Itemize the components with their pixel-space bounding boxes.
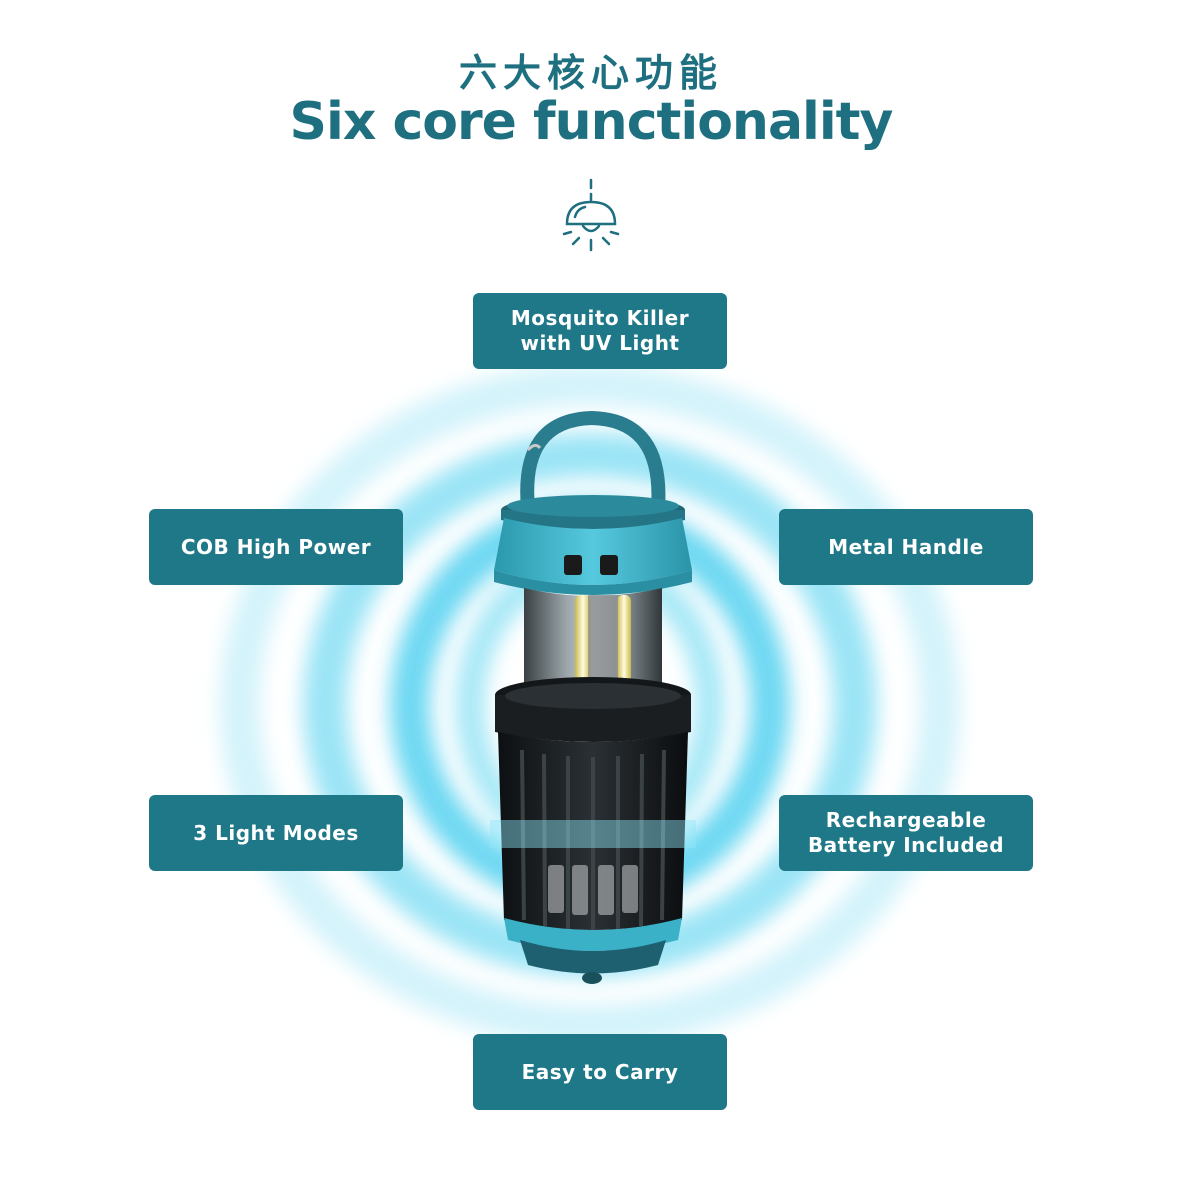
feature-light-modes: 3 Light Modes [149, 795, 403, 871]
feature-rechargeable-battery: Rechargeable Battery Included [779, 795, 1033, 871]
feature-metal-handle: Metal Handle [779, 509, 1033, 585]
feature-carry-label: Easy to Carry [521, 1059, 679, 1084]
mosquito-lantern-product-image [490, 410, 696, 984]
feature-mosquito-killer: Mosquito Killer with UV Light [473, 293, 727, 369]
feature-cob-label: COB High Power [180, 534, 372, 559]
page-title: Six core functionality [289, 92, 894, 152]
feature-battery-line2: Battery Included [807, 833, 1005, 857]
feature-handle-label: Metal Handle [828, 534, 984, 559]
feature-modes-label: 3 Light Modes [193, 820, 359, 845]
feature-battery-line1: Rechargeable [825, 808, 987, 832]
feature-mosquito-killer-line1: Mosquito Killer [510, 306, 690, 330]
hanging-lamp-icon [562, 178, 620, 252]
page-title-chinese: 六大核心功能 [458, 50, 723, 95]
feature-mosquito-killer-line2: with UV Light [520, 331, 680, 355]
feature-cob-high-power: COB High Power [149, 509, 403, 585]
feature-easy-to-carry: Easy to Carry [473, 1034, 727, 1110]
